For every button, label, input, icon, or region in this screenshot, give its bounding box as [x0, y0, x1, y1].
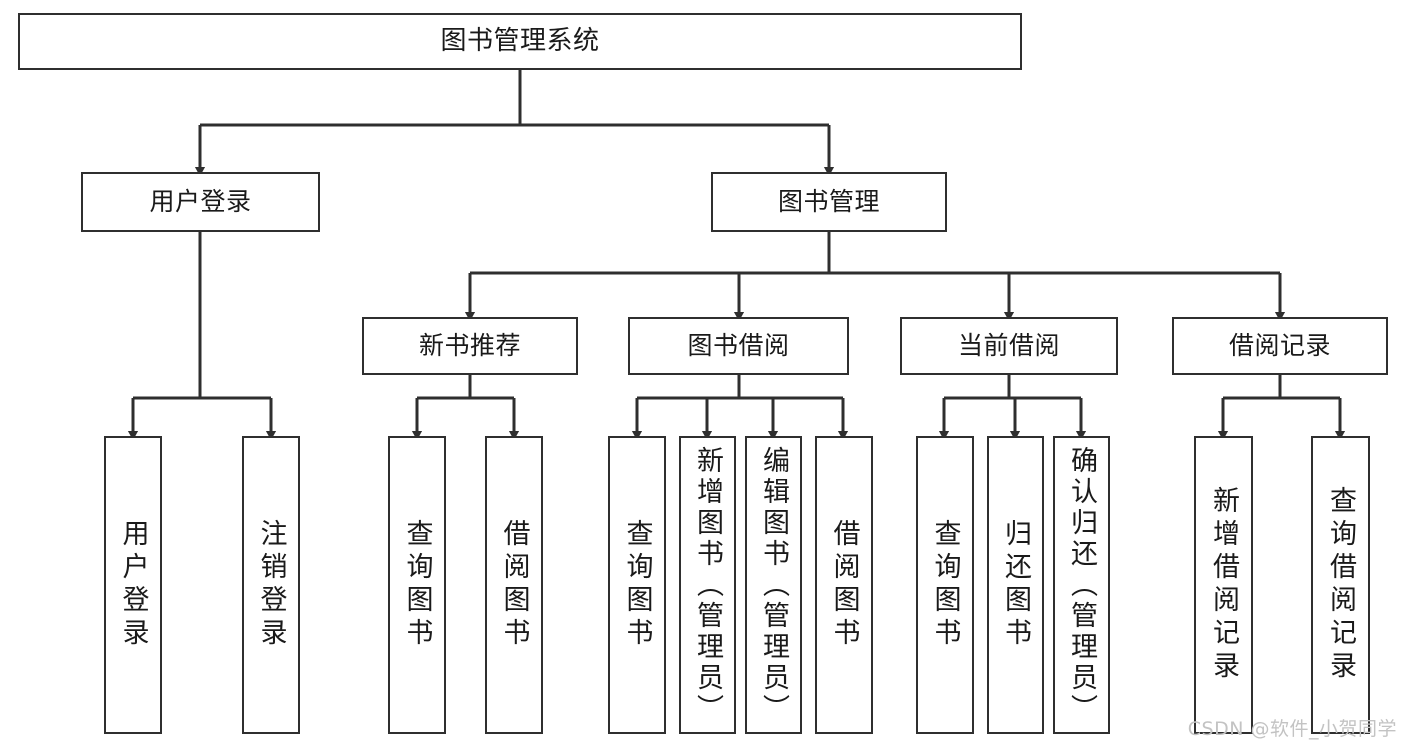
leaf-user-login[interactable]: 用户登录	[104, 436, 162, 734]
node-label: 注销登录	[255, 519, 287, 651]
node-label: 查询图书	[929, 519, 961, 651]
node-label: 借阅记录	[1228, 331, 1331, 360]
node-label: 当前借阅	[957, 331, 1060, 360]
node-borrowing-record[interactable]: 借阅记录	[1172, 317, 1388, 375]
node-label: 用户登录	[117, 519, 149, 651]
node-current-borrowing[interactable]: 当前借阅	[900, 317, 1118, 375]
node-label: 查询图书	[621, 519, 653, 651]
node-label: 借阅图书	[828, 519, 860, 651]
node-label: 编辑图书（管理员）	[758, 445, 789, 725]
node-label: 归还图书	[1000, 519, 1031, 651]
node-new-book-recommendation[interactable]: 新书推荐	[362, 317, 578, 375]
node-label: 新增借阅记录	[1208, 486, 1239, 684]
node-user-login[interactable]: 用户登录	[81, 172, 320, 232]
leaf-borrow-book[interactable]: 借阅图书	[815, 436, 873, 734]
node-label: 查询借阅记录	[1325, 486, 1356, 684]
leaf-query-book-new[interactable]: 查询图书	[388, 436, 446, 734]
node-root-book-management-system[interactable]: 图书管理系统	[18, 13, 1022, 70]
node-book-borrowing[interactable]: 图书借阅	[628, 317, 849, 375]
node-label: 查询图书	[401, 519, 433, 651]
leaf-add-borrow-record[interactable]: 新增借阅记录	[1194, 436, 1253, 734]
node-label: 借阅图书	[498, 519, 530, 651]
node-label: 图书管理系统	[440, 25, 600, 56]
leaf-confirm-return-admin[interactable]: 确认归还（管理员）	[1053, 436, 1110, 734]
watermark-csdn: CSDN @软件_小贺同学	[1187, 718, 1397, 740]
node-label: 新增图书（管理员）	[692, 445, 723, 725]
node-label: 图书借阅	[687, 331, 790, 360]
leaf-query-borrow-record[interactable]: 查询借阅记录	[1311, 436, 1370, 734]
node-label: 图书管理	[777, 187, 880, 216]
leaf-add-book-admin[interactable]: 新增图书（管理员）	[679, 436, 736, 734]
leaf-borrow-book-new[interactable]: 借阅图书	[485, 436, 543, 734]
leaf-query-book-current[interactable]: 查询图书	[916, 436, 974, 734]
node-label: 新书推荐	[418, 331, 521, 360]
leaf-return-book[interactable]: 归还图书	[987, 436, 1044, 734]
node-label: 确认归还（管理员）	[1066, 445, 1097, 725]
node-book-management[interactable]: 图书管理	[711, 172, 947, 232]
leaf-query-book-borrow[interactable]: 查询图书	[608, 436, 666, 734]
node-label: 用户登录	[149, 187, 252, 216]
leaf-logout[interactable]: 注销登录	[242, 436, 300, 734]
leaf-edit-book-admin[interactable]: 编辑图书（管理员）	[745, 436, 802, 734]
